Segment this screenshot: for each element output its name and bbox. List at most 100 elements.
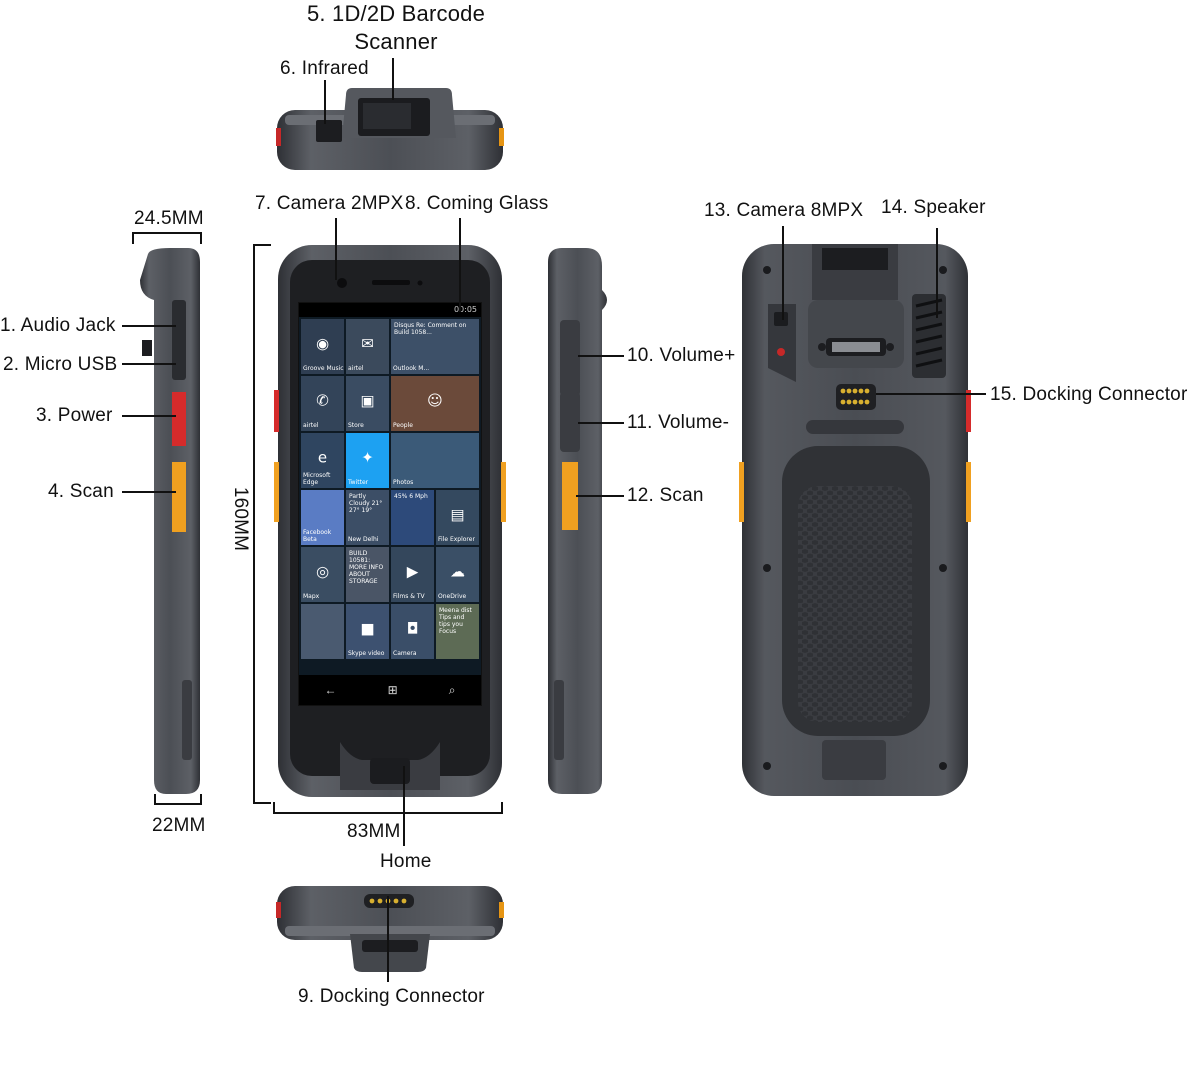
- windows-icon[interactable]: ⊞: [387, 683, 398, 697]
- label-scan-right: 12. Scan: [627, 485, 704, 506]
- right-side-view: [548, 248, 607, 794]
- start-tiles: ◉ Groove Music ✉ airtel Disqus Re: Comment o…: [301, 319, 479, 661]
- start-tile[interactable]: ▣ Store: [346, 376, 389, 431]
- bottom-view: [276, 886, 504, 972]
- label-camera-rear: 13. Camera 8MPX: [704, 200, 864, 221]
- label-volume-down: 11. Volume-: [627, 412, 730, 433]
- front-screen: 00:05 ◉ Groove Music ✉ airtel Disqus Re: Com…: [298, 302, 482, 706]
- label-docking-bottom: 9. Docking Connector: [298, 986, 485, 1007]
- tile-icon: ◎: [315, 562, 330, 581]
- tile-label: New Delhi: [348, 536, 379, 543]
- leader-docking-rear: [876, 393, 986, 395]
- start-tile[interactable]: ✆ airtel: [301, 376, 344, 431]
- dim-width-line: [273, 812, 503, 814]
- dim-thickness-bottom-tick-l: [154, 794, 156, 805]
- tile-icon: ✆: [316, 391, 329, 410]
- start-tile[interactable]: Partly Cloudy 21° 27° 19° New Delhi: [346, 490, 389, 545]
- dim-thickness-top-tick-r: [200, 232, 202, 244]
- tile-icon: ▣: [360, 391, 375, 410]
- leader-docking-bottom: [387, 896, 389, 982]
- tile-label: Microsoft Edge: [303, 472, 331, 486]
- start-tile[interactable]: ☁ OneDrive: [436, 547, 479, 602]
- start-tile[interactable]: ◉ Groove Music: [301, 319, 344, 374]
- start-tile[interactable]: [301, 604, 344, 659]
- label-thickness-top: 24.5MM: [134, 208, 204, 229]
- leader-audio-jack: [122, 325, 176, 327]
- start-tile[interactable]: 45% 6 Mph: [391, 490, 434, 545]
- tile-icon: e: [317, 448, 328, 467]
- leader-power: [122, 415, 176, 417]
- label-height: 160MM: [230, 486, 251, 552]
- dim-width-tick-l: [273, 802, 275, 814]
- tile-label: Facebook Beta: [303, 529, 332, 543]
- tile-label: Films & TV: [393, 593, 425, 600]
- start-tile[interactable]: ◘Camera: [391, 604, 434, 659]
- tile-label: airtel: [348, 365, 364, 372]
- leader-home: [403, 766, 405, 846]
- tile-label: Groove Music: [303, 365, 344, 372]
- start-tile[interactable]: Facebook Beta: [301, 490, 344, 545]
- speaker-grille: [912, 294, 946, 378]
- tile-label: Photos: [393, 479, 414, 486]
- tile-icon: ☺: [427, 391, 443, 410]
- start-tile[interactable]: ☺ People: [391, 376, 479, 431]
- leader-infrared: [324, 80, 326, 124]
- start-tile[interactable]: ■Skype video: [346, 604, 389, 659]
- label-power: 3. Power: [36, 405, 113, 426]
- tile-label: Twitter: [348, 479, 369, 486]
- status-bar: 00:05: [299, 303, 481, 317]
- tile-label: Mapx: [303, 593, 320, 600]
- tile-icon: ✦: [361, 448, 374, 467]
- leader-micro-usb: [122, 363, 176, 365]
- dim-thickness-bottom-tick-r: [200, 794, 202, 805]
- search-icon[interactable]: ⌕: [448, 682, 456, 697]
- label-barcode-scanner: 5. 1D/2D Barcode Scanner: [306, 1, 486, 54]
- back-icon[interactable]: ←: [324, 683, 337, 697]
- tile-icon: ▤: [450, 505, 465, 524]
- tile-label: airtel: [303, 422, 319, 429]
- label-thickness-bottom: 22MM: [152, 815, 206, 836]
- leader-volume-up: [578, 355, 624, 357]
- label-docking-rear: 15. Docking Connector: [990, 384, 1187, 405]
- start-tile[interactable]: ▶Films & TV: [391, 547, 434, 602]
- pogo-pins: [836, 384, 876, 410]
- start-tile[interactable]: BUILD 10581: MORE INFO ABOUT STORAGE: [346, 547, 389, 602]
- tile-content: Meena dist Tips and tips you Focus: [439, 607, 472, 635]
- tile-label: Store: [348, 422, 364, 429]
- tile-content: Partly Cloudy 21° 27° 19°: [349, 493, 383, 514]
- start-tile[interactable]: Photos: [391, 433, 479, 488]
- leader-scan-right: [576, 495, 624, 497]
- label-scan-left: 4. Scan: [48, 481, 114, 502]
- tile-content: BUILD 10581: MORE INFO ABOUT STORAGE: [349, 550, 384, 585]
- tile-icon: ◉: [315, 334, 330, 353]
- label-audio-jack: 1. Audio Jack: [0, 315, 116, 336]
- start-tile[interactable]: ✦ Twitter: [346, 433, 389, 488]
- back-view: [739, 244, 971, 796]
- dim-thickness-top-line: [132, 232, 202, 234]
- tile-label: People: [393, 422, 413, 429]
- leader-camera-rear: [782, 226, 784, 320]
- tile-icon: ☁: [450, 562, 465, 581]
- label-width: 83MM: [347, 821, 401, 842]
- tile-icon: ✉: [361, 334, 374, 353]
- tile-label: OneDrive: [438, 593, 467, 600]
- left-side-view: [140, 248, 200, 794]
- tile-label: File Explorer: [438, 536, 475, 543]
- tile-label: Camera: [393, 650, 417, 657]
- label-glass: 8. Coming Glass: [405, 193, 549, 214]
- dim-width-tick-r: [501, 802, 503, 814]
- start-tile[interactable]: ✉ airtel: [346, 319, 389, 374]
- label-speaker: 14. Speaker: [881, 197, 986, 218]
- start-tile[interactable]: Meena dist Tips and tips you Focus: [436, 604, 479, 659]
- tile-label: Skype video: [348, 650, 385, 657]
- start-tile[interactable]: ▤ File Explorer: [436, 490, 479, 545]
- dim-height-tick-b: [253, 802, 271, 804]
- status-time: 00:05: [453, 305, 477, 314]
- tile-content: Disqus Re: Comment on Build 1058...: [394, 322, 467, 336]
- tile-content: 45% 6 Mph: [394, 493, 428, 500]
- start-tile[interactable]: Disqus Re: Comment on Build 1058...Outlo…: [391, 319, 479, 374]
- leader-volume-down: [578, 422, 624, 424]
- leader-speaker: [936, 228, 938, 318]
- start-tile[interactable]: ◎ Mapx: [301, 547, 344, 602]
